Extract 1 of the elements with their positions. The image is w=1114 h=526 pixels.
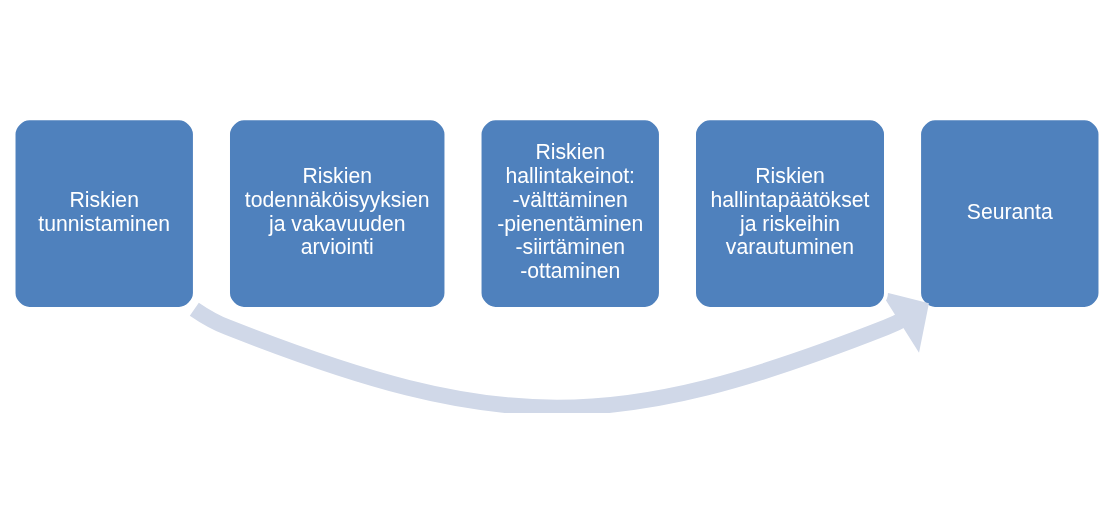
arrow	[189, 290, 929, 413]
